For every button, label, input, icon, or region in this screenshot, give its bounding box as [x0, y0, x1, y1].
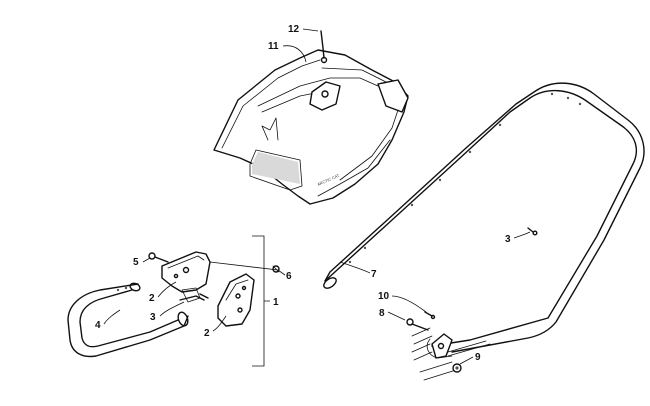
callout-labels: 12 11 5 6 2 3 4 2 1 7 3 10 8 9	[95, 24, 511, 363]
bracket-on-bar	[431, 333, 453, 359]
leader-lines	[103, 28, 531, 365]
callout-2-upper: 2	[149, 293, 155, 304]
hood-part-11: ARCTIC CAT	[213, 49, 409, 205]
pin-part-3-left	[179, 293, 209, 301]
bolt-part-8	[406, 318, 429, 331]
callout-7: 7	[371, 269, 377, 280]
callout-9: 9	[475, 352, 481, 363]
callout-3-right: 3	[505, 234, 511, 245]
callout-11: 11	[268, 41, 279, 52]
group-bracket-1	[252, 235, 270, 367]
callout-4: 4	[95, 320, 101, 331]
handlebar-part-7	[323, 82, 645, 381]
callout-12: 12	[288, 24, 300, 35]
bracket-part-2-lower	[217, 273, 255, 327]
callout-3-left: 3	[150, 312, 156, 323]
nut-part-6	[272, 265, 280, 273]
callout-5: 5	[133, 257, 139, 268]
callout-2-lower: 2	[204, 328, 210, 339]
bumper-part-4	[67, 282, 189, 358]
callout-6: 6	[286, 271, 292, 282]
bracket-part-2-upper	[161, 251, 211, 303]
pin-part-3-right	[527, 227, 538, 236]
handlebar-holes	[348, 92, 582, 264]
nut-part-9	[452, 363, 462, 373]
rod-part-12	[320, 30, 328, 64]
callout-8: 8	[379, 308, 385, 319]
bolt-part-5	[148, 252, 169, 263]
callout-10: 10	[378, 291, 390, 302]
pin-part-10	[424, 311, 436, 320]
callout-1: 1	[273, 297, 279, 308]
